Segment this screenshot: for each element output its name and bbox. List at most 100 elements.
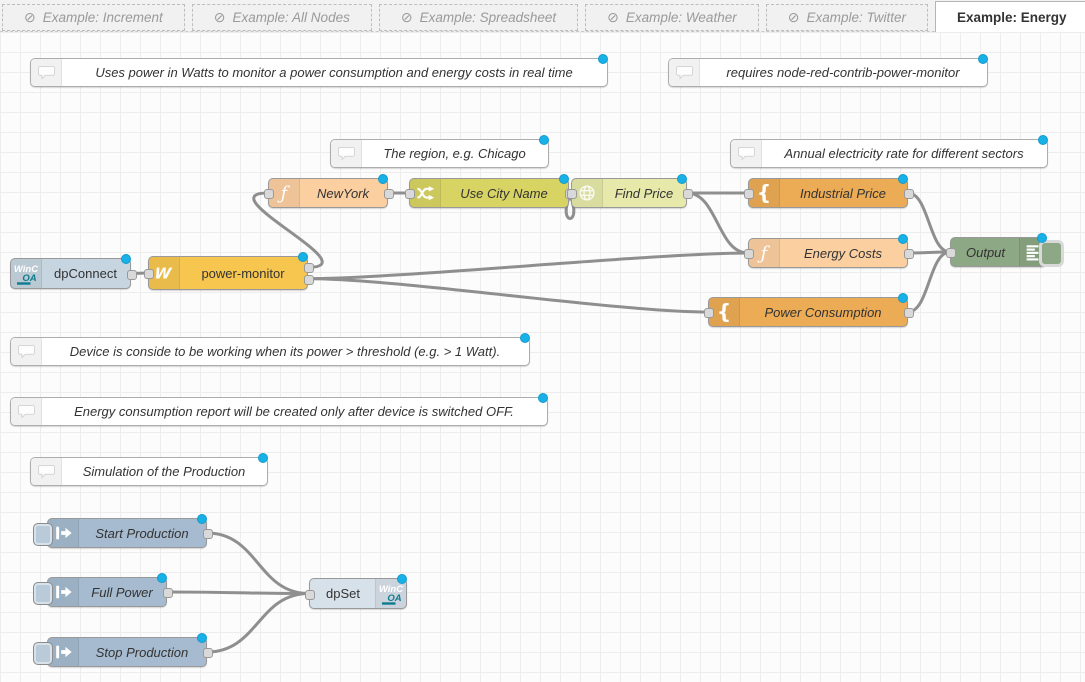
comment-bubble-icon [11, 398, 42, 425]
changed-indicator-dot [121, 254, 131, 264]
node-label: Uses power in Watts to monitor a power c… [95, 65, 573, 80]
input-port[interactable] [744, 249, 754, 259]
node-findprice[interactable]: Find Price [567, 174, 693, 208]
node-output[interactable]: Output [946, 233, 1064, 267]
changed-indicator-dot [197, 633, 207, 643]
comment-bubble-icon [31, 458, 62, 485]
output-port[interactable] [904, 189, 914, 199]
output-port[interactable] [904, 249, 914, 259]
output-port[interactable] [127, 269, 137, 280]
changed-indicator-dot [898, 234, 908, 244]
tab-example-increment[interactable]: ⊘Example: Increment [2, 4, 185, 31]
input-port[interactable] [946, 248, 956, 258]
output-port[interactable] [683, 189, 693, 199]
inject-button[interactable] [33, 642, 53, 665]
wire[interactable] [906, 191, 952, 254]
node-label: dpSet [326, 586, 360, 601]
tab-example-spreadsheet[interactable]: ⊘Example: Spreadsheet [378, 4, 579, 31]
input-port[interactable] [405, 189, 415, 199]
output-port[interactable] [304, 263, 314, 274]
node-inj1[interactable]: Start Production [33, 514, 213, 548]
output-port[interactable] [203, 648, 213, 658]
input-port[interactable] [744, 189, 754, 199]
debug-toggle-button[interactable] [1039, 240, 1064, 267]
inject-button[interactable] [33, 582, 53, 605]
wire[interactable] [165, 590, 311, 595]
node-usecity[interactable]: Use City Name [405, 174, 575, 208]
inject-button[interactable] [33, 523, 53, 546]
changed-indicator-dot [1037, 233, 1047, 243]
node-industrial[interactable]: { Industrial Price [744, 174, 914, 208]
comment-bubble-icon [11, 338, 42, 365]
node-label: Full Power [91, 584, 153, 600]
node-c2[interactable]: requires node-red-contrib-power-monitor [668, 54, 988, 87]
input-port[interactable] [704, 308, 714, 318]
output-port[interactable] [904, 308, 914, 318]
svg-text:{: { [757, 181, 771, 205]
wire[interactable] [306, 251, 750, 281]
wire[interactable] [306, 277, 710, 314]
wire[interactable] [205, 531, 311, 595]
comment-bubble-icon [731, 140, 762, 167]
node-inj3[interactable]: Stop Production [33, 633, 213, 667]
node-label: Stop Production [95, 644, 189, 660]
svg-text:ƒ: ƒ [277, 183, 291, 204]
wire[interactable] [906, 250, 952, 314]
flow-tab-bar: ⊘Example: Increment⊘Example: All Nodes⊘E… [0, 0, 1085, 32]
node-label: Device is conside to be working when its… [69, 344, 501, 359]
tab-example-energy[interactable]: Example: Energy [934, 1, 1085, 32]
node-c4[interactable]: Annual electricity rate for different se… [730, 135, 1048, 168]
node-inj2[interactable]: Full Power [33, 573, 173, 607]
changed-indicator-dot [978, 54, 988, 64]
tab-example-twitter[interactable]: ⊘Example: Twitter [765, 4, 928, 31]
disabled-flow-icon: ⊘ [607, 9, 619, 25]
tab-example-weather[interactable]: ⊘Example: Weather [585, 4, 759, 31]
changed-indicator-dot [598, 54, 608, 64]
node-label: dpConnect [54, 266, 117, 281]
changed-indicator-dot [197, 514, 207, 524]
wire[interactable] [685, 191, 750, 255]
node-c7[interactable]: Simulation of the Production [30, 453, 268, 486]
input-port[interactable] [567, 189, 577, 199]
comment-bubble-icon [31, 59, 62, 86]
node-label: power-monitor [201, 265, 285, 281]
node-energy[interactable]: ƒ Energy Costs [744, 234, 914, 268]
output-port[interactable] [203, 529, 213, 539]
inject-arrow-icon [48, 578, 79, 606]
node-powercons[interactable]: { Power Consumption [704, 293, 914, 327]
function-f-icon: ƒ [269, 179, 300, 207]
node-label: Energy Costs [803, 245, 883, 261]
node-c6[interactable]: Energy consumption report will be create… [10, 393, 548, 426]
output-port[interactable] [304, 274, 314, 285]
node-label: Power Consumption [764, 304, 882, 320]
shuffle-icon [410, 179, 441, 207]
svg-text:{: { [717, 300, 731, 324]
input-port[interactable] [144, 269, 154, 279]
svg-text:ƒ: ƒ [757, 243, 771, 264]
inject-arrow-icon [48, 519, 79, 547]
watt-w-icon: W [149, 257, 180, 289]
wire[interactable] [205, 592, 311, 654]
node-c3[interactable]: The region, e.g. Chicago [330, 135, 549, 168]
node-label: Industrial Price [800, 185, 886, 201]
node-c5[interactable]: Device is conside to be working when its… [10, 333, 530, 366]
comment-bubble-icon [331, 140, 362, 167]
flow-canvas[interactable]: Uses power in Watts to monitor a power c… [0, 32, 1085, 682]
node-label: Output [965, 244, 1006, 260]
changed-indicator-dot [898, 174, 908, 184]
node-c1[interactable]: Uses power in Watts to monitor a power c… [30, 54, 608, 87]
tab-label: Example: Increment [42, 10, 163, 25]
output-port[interactable] [384, 189, 394, 199]
disabled-flow-icon: ⊘ [213, 9, 226, 25]
changed-indicator-dot [397, 574, 407, 584]
wire[interactable] [252, 191, 324, 269]
output-port[interactable] [163, 588, 173, 598]
input-port[interactable] [264, 189, 274, 199]
tab-example-all-nodes[interactable]: ⊘Example: All Nodes [191, 4, 372, 31]
input-port[interactable] [305, 589, 315, 600]
